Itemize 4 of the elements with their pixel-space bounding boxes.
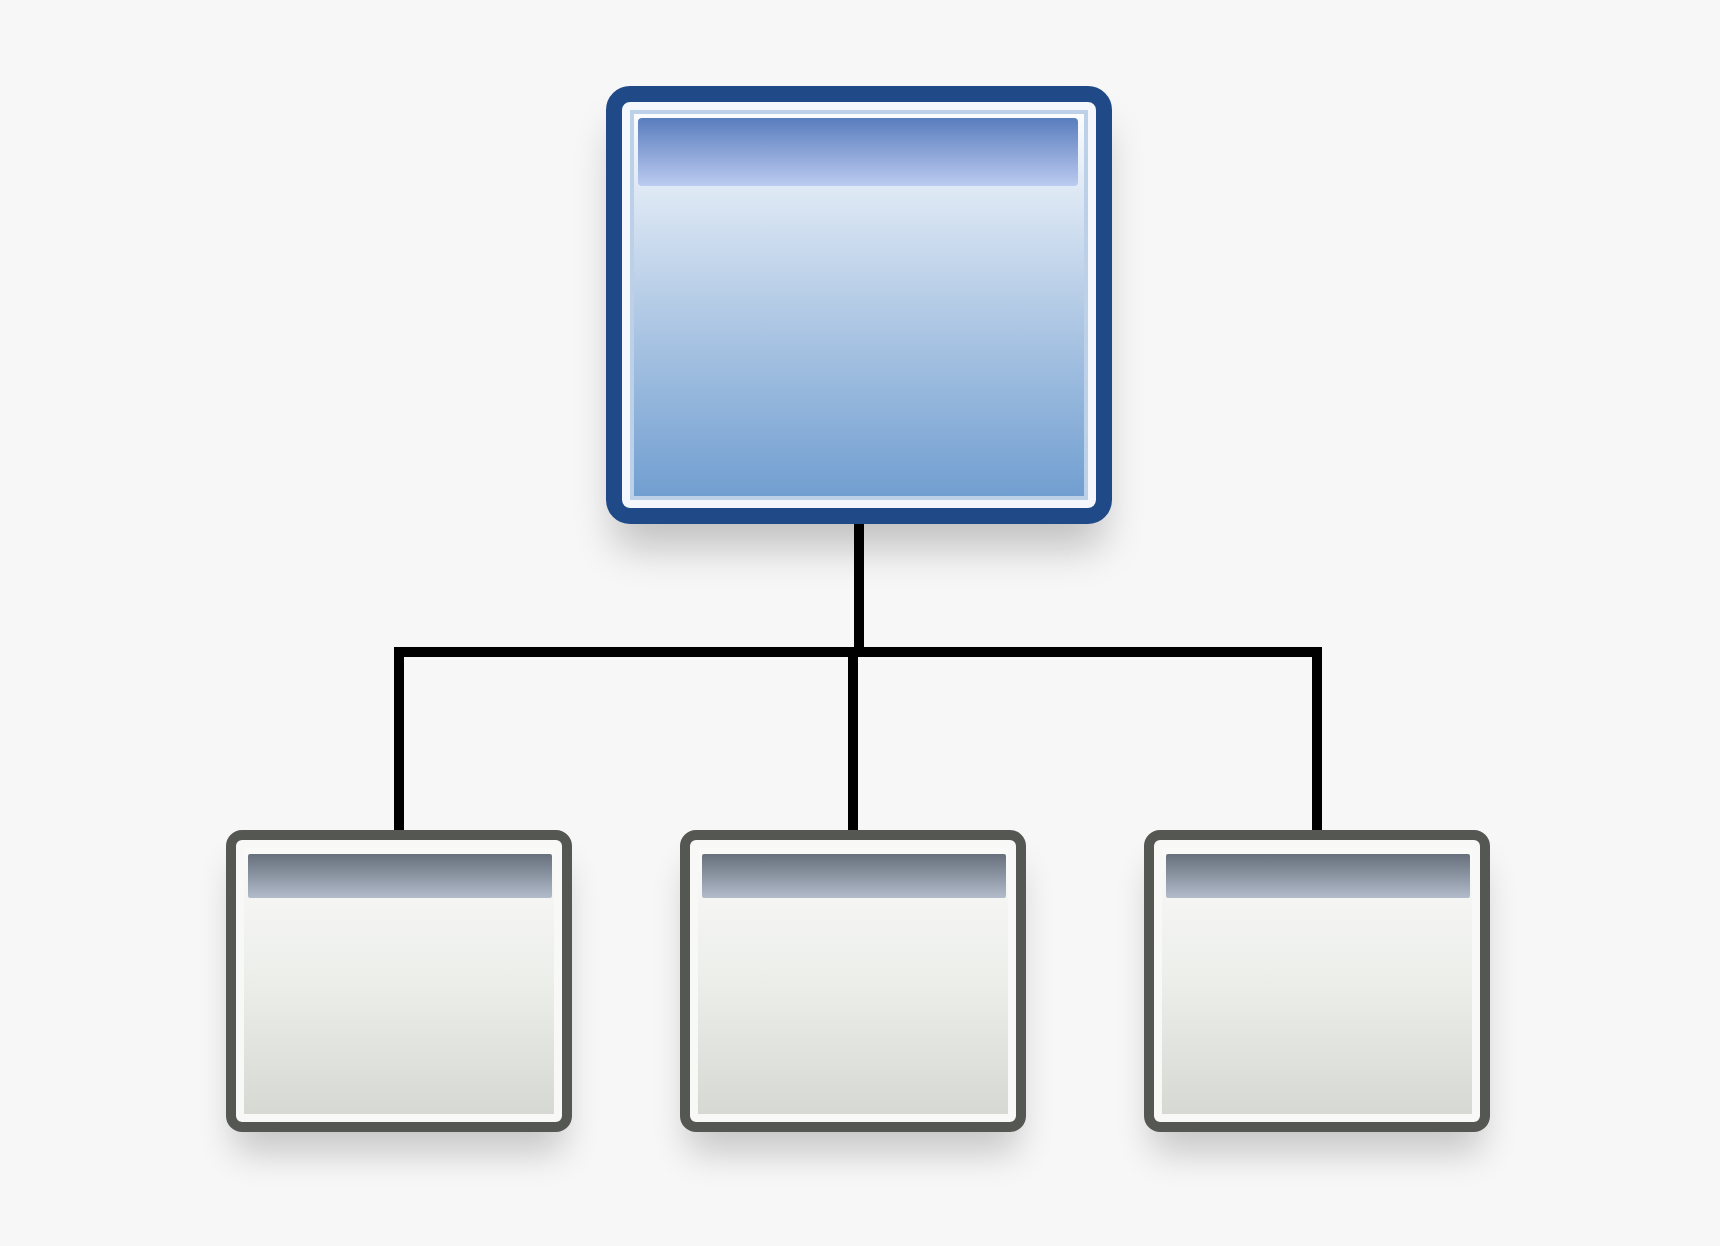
window-drawing [680,830,1026,1132]
window-drawing [226,830,572,1132]
window-drawing [606,86,1112,524]
window-drawing [1144,830,1490,1132]
